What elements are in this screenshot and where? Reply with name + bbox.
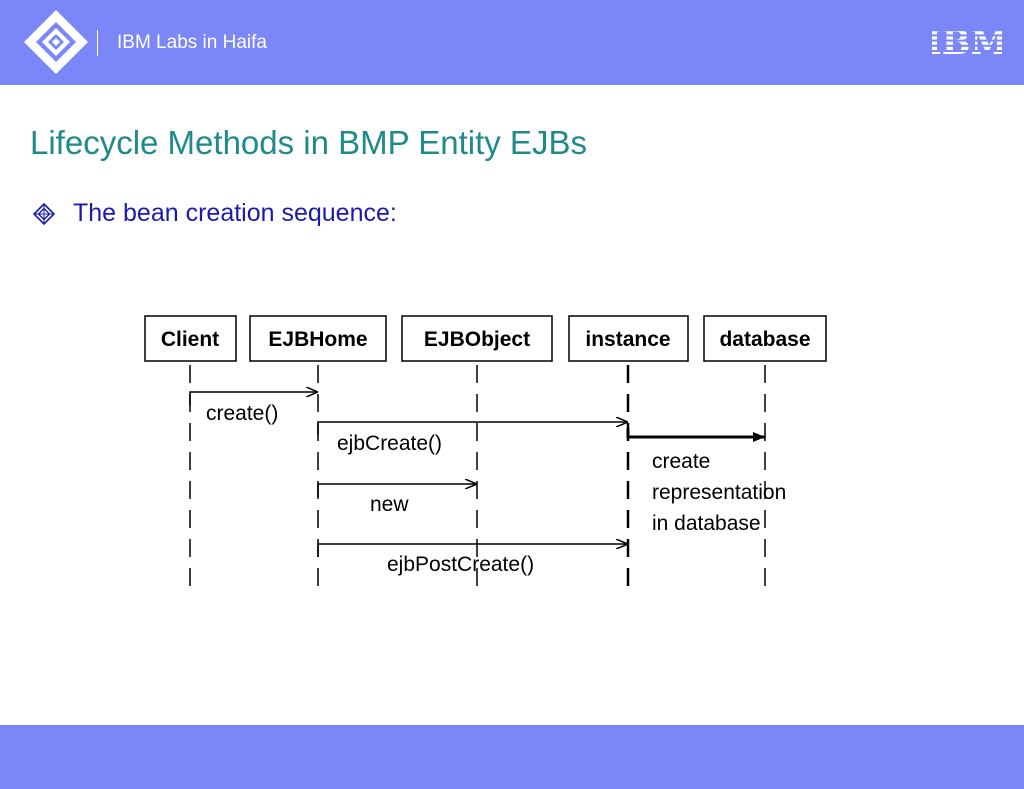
sequence-diagram: Client EJBHome EJBObject instance databa… (140, 310, 840, 600)
lifeline-label-instance: instance (585, 328, 670, 351)
lifeline-ejbobject: EJBObject (401, 315, 553, 362)
lifeline-ejbhome: EJBHome (249, 315, 387, 362)
lifeline-label-client: Client (161, 328, 219, 351)
lifeline-instance: instance (568, 315, 689, 362)
message-arrow-ejbcreate (317, 422, 628, 435)
slide-title: Lifecycle Methods in BMP Entity EJBs (30, 124, 587, 161)
ibm-logo-text: IBM (932, 26, 1002, 58)
header-bar: IBM Labs in Haifa IBM (0, 0, 1024, 85)
message-label-create: create() (206, 402, 278, 425)
bullet-text: The bean creation sequence: (73, 199, 397, 227)
message-arrow-ejbpostcreate (317, 544, 628, 557)
lifeline-database: database (703, 315, 827, 362)
message-label-new: new (370, 493, 409, 516)
sequence-diagram-svg: Client EJBHome EJBObject instance databa… (144, 315, 827, 590)
message-arrow-new (317, 484, 477, 497)
message-label-ejbpostcreate: ejbPostCreate() (387, 553, 534, 576)
note-line-2: representation (652, 481, 786, 504)
bullet-item: The bean creation sequence: (32, 199, 397, 228)
note-line-1: create (652, 450, 710, 473)
message-label-ejbcreate: ejbCreate() (337, 432, 442, 455)
header-brand-text: IBM Labs in Haifa (117, 32, 267, 53)
header-divider (97, 30, 98, 56)
diamond-bullet-icon (32, 202, 56, 225)
message-arrow-create (189, 392, 318, 405)
lifeline-label-ejbobject: EJBObject (424, 328, 530, 351)
ibm-labs-logo-icon (24, 10, 88, 74)
lifeline-client: Client (144, 315, 237, 362)
note-line-3: in database (652, 512, 761, 535)
lifeline-label-database: database (719, 328, 810, 351)
lifeline-label-ejbhome: EJBHome (268, 328, 367, 351)
footer-bar (0, 725, 1024, 789)
ibm-logo-icon: IBM (932, 26, 1002, 58)
message-arrow-db-create (626, 428, 765, 442)
